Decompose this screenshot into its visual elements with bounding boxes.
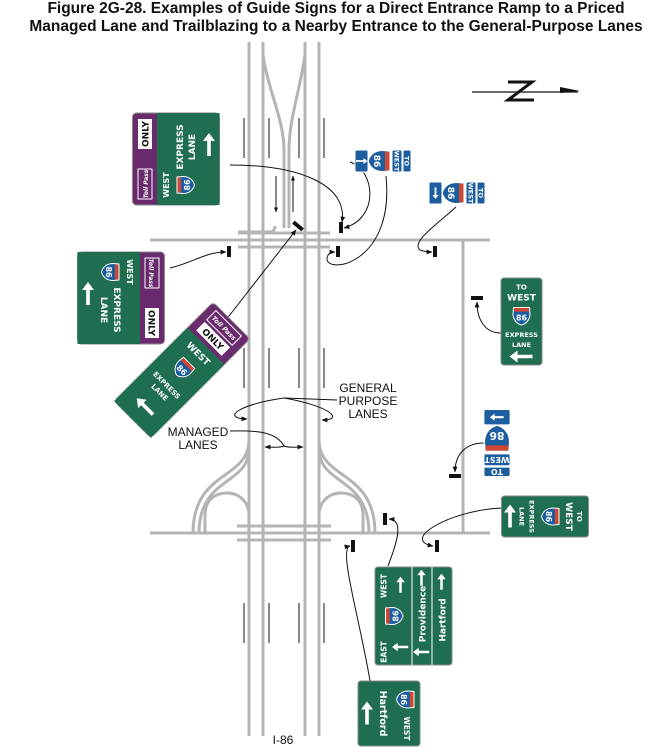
- svg-text:EXPRESS: EXPRESS: [176, 124, 186, 169]
- sign-express-lane-b: Toll Pass ONLY WEST 86 EXPRESS LANE: [77, 251, 165, 345]
- svg-text:86: 86: [516, 314, 528, 323]
- svg-text:WEST: WEST: [393, 151, 401, 172]
- svg-text:86: 86: [392, 610, 401, 622]
- svg-text:86: 86: [399, 694, 408, 706]
- sign-express-lane-c: Toll Pass ONLY WEST 86 EXPRESS LANE: [114, 303, 249, 438]
- svg-text:LANE: LANE: [188, 134, 198, 160]
- svg-text:LANES: LANES: [178, 438, 217, 452]
- svg-text:EXPRESS: EXPRESS: [528, 500, 536, 533]
- svg-text:86: 86: [371, 155, 381, 168]
- svg-text:ONLY: ONLY: [146, 310, 156, 337]
- svg-text:LANE: LANE: [98, 297, 108, 323]
- managed-lanes-label: MANAGED LANES: [168, 425, 229, 452]
- svg-text:86: 86: [489, 429, 504, 442]
- svg-text:PURPOSE: PURPOSE: [339, 394, 398, 408]
- svg-text:TO: TO: [491, 467, 503, 476]
- svg-text:EXPRESS: EXPRESS: [111, 287, 121, 332]
- svg-text:86: 86: [183, 179, 192, 191]
- svg-text:WEST: WEST: [484, 455, 510, 464]
- figure-title: Figure 2G-28. Examples of Guide Signs fo…: [0, 0, 672, 36]
- svg-text:Providence: Providence: [419, 586, 429, 643]
- leader-lines: [169, 161, 503, 682]
- svg-text:WEST: WEST: [402, 717, 411, 742]
- svg-text:Hartford: Hartford: [377, 691, 388, 737]
- svg-text:WEST: WEST: [467, 183, 475, 204]
- svg-text:86: 86: [445, 187, 455, 200]
- svg-text:TO: TO: [575, 511, 583, 522]
- sign-overhead-destinations: EAST 86 WEST Providence Hartford: [374, 566, 453, 666]
- svg-text:LANES: LANES: [348, 407, 387, 421]
- svg-text:WEST: WEST: [162, 172, 171, 198]
- svg-text:TO: TO: [516, 284, 527, 292]
- svg-text:ONLY: ONLY: [142, 121, 152, 148]
- svg-text:MANAGED: MANAGED: [168, 425, 229, 439]
- svg-text:EXPRESS: EXPRESS: [505, 331, 538, 339]
- sign-to-express-lane-b: TO WEST 86 EXPRESS LANE: [501, 495, 589, 538]
- traffic-arrows: [243, 118, 325, 643]
- general-purpose-lanes-label: GENERAL PURPOSE LANES: [339, 381, 398, 421]
- svg-text:TO: TO: [477, 188, 485, 198]
- svg-text:LANE: LANE: [512, 341, 531, 349]
- freeway-label: I-86: [273, 733, 294, 747]
- svg-text:GENERAL: GENERAL: [339, 381, 397, 395]
- north-arrow: N: [472, 80, 580, 102]
- sign-express-lane-a: Toll Pass ONLY WEST 86 EXPRESS LANE: [132, 112, 220, 206]
- sign-supports: [227, 220, 483, 552]
- svg-text:TO: TO: [403, 156, 411, 166]
- svg-text:WEST: WEST: [507, 294, 537, 304]
- trailblazer-a: TO WEST 86: [354, 149, 412, 173]
- svg-text:86: 86: [544, 511, 553, 523]
- svg-text:WEST: WEST: [125, 259, 134, 285]
- svg-text:86: 86: [104, 266, 113, 278]
- svg-text:Hartford: Hartford: [439, 598, 449, 641]
- sign-to-express-lane-a: TO WEST 86 EXPRESS LANE: [500, 277, 543, 366]
- trailblazer-c: TO WEST 86: [483, 408, 511, 478]
- svg-text:Toll Pass: Toll Pass: [147, 259, 154, 288]
- svg-text:WEST: WEST: [380, 573, 389, 598]
- title-line-2: Managed Lane and Trailblazing to a Nearb…: [29, 18, 643, 35]
- title-line-1: Figure 2G-28. Examples of Guide Signs fo…: [47, 0, 625, 17]
- svg-text:LANE: LANE: [518, 507, 526, 526]
- trailblazer-b: TO WEST 86: [428, 181, 486, 205]
- svg-text:EAST: EAST: [380, 640, 389, 662]
- svg-text:WEST: WEST: [563, 502, 573, 532]
- sign-hartford: 86 WEST Hartford: [357, 680, 421, 747]
- roads: [150, 42, 490, 736]
- svg-text:Toll Pass: Toll Pass: [143, 169, 150, 198]
